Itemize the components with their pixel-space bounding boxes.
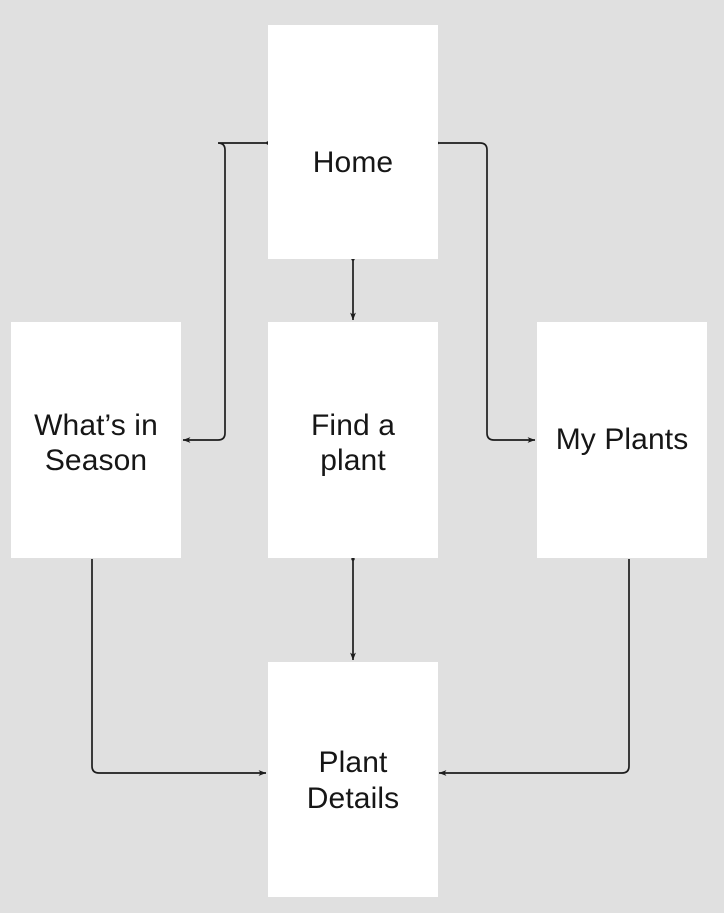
- edge-home-to-myplants: [435, 141, 536, 443]
- node-my-plants-label: My Plants: [555, 423, 689, 457]
- node-whats-in-season-label: What’s in Season: [34, 408, 158, 477]
- node-find-a-plant[interactable]: Find a plant: [268, 322, 438, 558]
- edge-season-to-details: [91, 559, 267, 776]
- edge-home-to-season: [182, 141, 270, 443]
- node-find-a-plant-label: Find a plant: [311, 408, 395, 477]
- node-home[interactable]: Home: [268, 25, 438, 259]
- node-plant-details-label: Plant Details: [306, 746, 400, 815]
- node-my-plants[interactable]: My Plants: [537, 322, 707, 558]
- node-home-label: Home: [312, 146, 394, 180]
- node-plant-details[interactable]: Plant Details: [268, 662, 438, 897]
- edge-myplants-to-details: [438, 559, 630, 776]
- node-whats-in-season[interactable]: What’s in Season: [11, 322, 181, 558]
